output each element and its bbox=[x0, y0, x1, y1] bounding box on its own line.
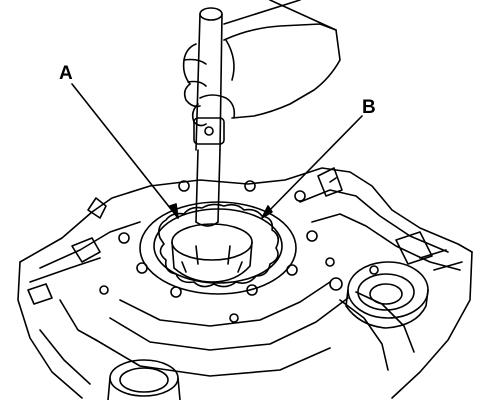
callout-label-b: B bbox=[362, 97, 376, 118]
seal-bore bbox=[329, 261, 429, 329]
callout-label-a: A bbox=[59, 63, 73, 84]
wrench-bar bbox=[193, 7, 225, 227]
arrowhead-b bbox=[261, 205, 273, 219]
leader-line-a bbox=[71, 83, 179, 219]
lower-bore bbox=[107, 359, 181, 400]
hand bbox=[182, 0, 341, 127]
arrowhead-a bbox=[169, 203, 179, 219]
leader-lines bbox=[71, 83, 363, 219]
leader-line-b bbox=[261, 115, 363, 219]
transmission-case bbox=[17, 167, 473, 399]
bolt-holes bbox=[99, 180, 379, 323]
